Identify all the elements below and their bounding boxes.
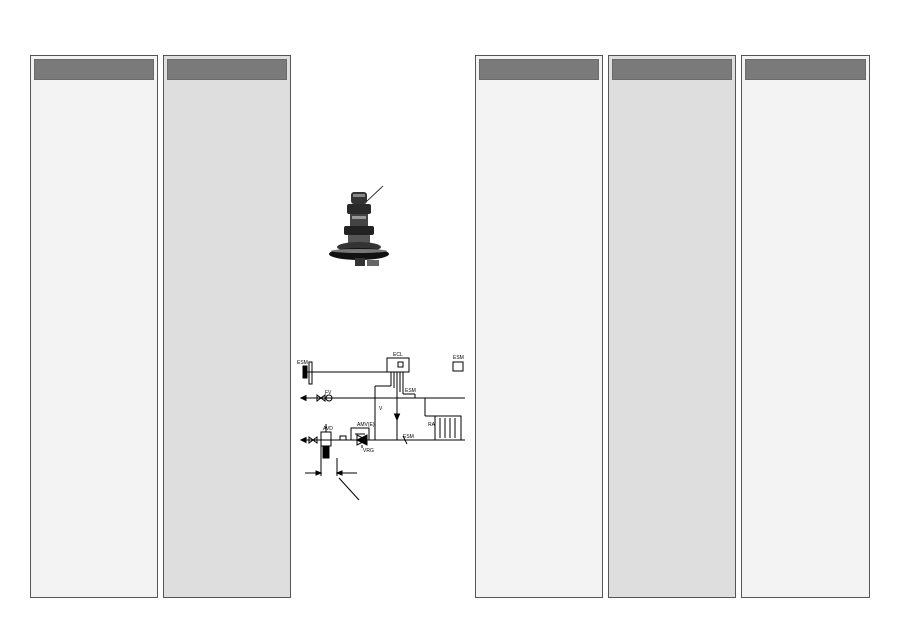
label-esm-flow: ESM: [405, 388, 416, 394]
column-5: [741, 55, 870, 598]
column-2-header: [167, 59, 287, 80]
label-ecl: ECL: [393, 352, 403, 358]
label-amv: AMV(E): [357, 422, 375, 428]
label-esm-return: ESM: [403, 434, 414, 440]
column-4: [608, 55, 736, 598]
column-4-header: [612, 59, 732, 80]
label-v: V: [379, 406, 383, 412]
label-esm-outdoor: ESM: [297, 360, 308, 366]
column-1-header: [34, 59, 154, 80]
column-3: [475, 55, 603, 598]
label-vrg: VRG: [363, 448, 374, 454]
column-3-header: [479, 59, 599, 80]
column-5-header: [745, 59, 866, 80]
heating-schematic: ESM ECL ESM ESM FV AVD RA V AMV(E) VRG E…: [297, 352, 465, 501]
label-esm-room: ESM: [453, 355, 464, 361]
column-1: [30, 55, 158, 598]
column-2: [163, 55, 291, 598]
label-avd: AVD: [323, 426, 333, 432]
label-fv: FV: [325, 390, 332, 396]
actuator-illustration: [329, 185, 389, 266]
label-ra: RA: [428, 422, 436, 428]
